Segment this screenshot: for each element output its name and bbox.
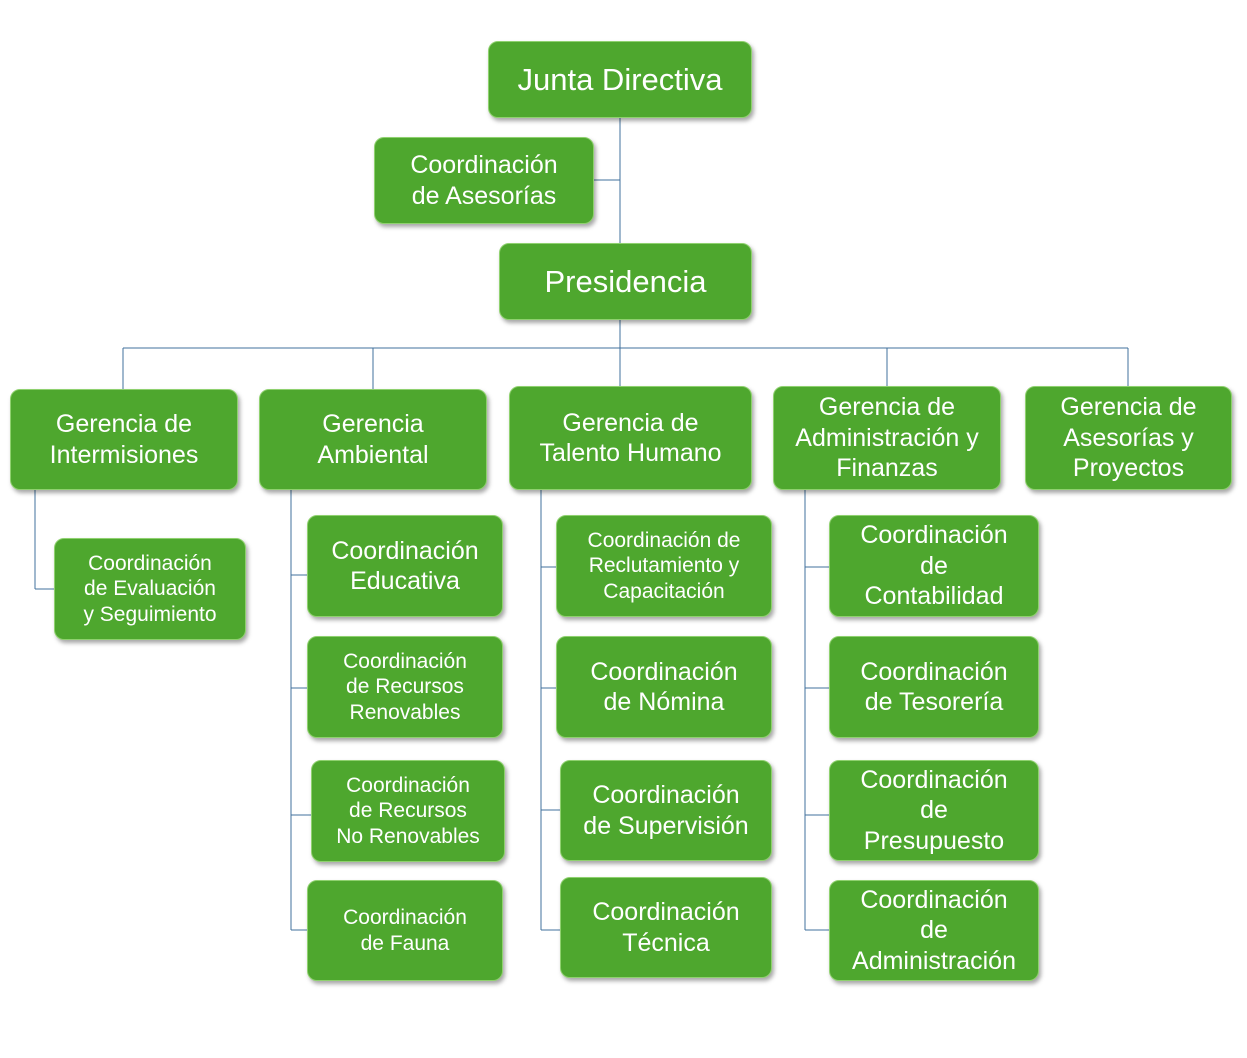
box-coordinacion-contabilidad: Coordinación de Contabilidad	[829, 515, 1039, 617]
box-label: Coordinación de Contabilidad	[860, 521, 1008, 611]
box-coordinacion-fauna: Coordinación de Fauna	[307, 880, 503, 981]
box-gerencia-asesorias-proyectos: Gerencia de Asesorías y Proyectos	[1025, 386, 1232, 490]
box-label: Coordinación Técnica	[592, 898, 740, 957]
box-coordinacion-reclutamiento-capacitacion: Coordinación de Reclutamiento y Capacita…	[556, 515, 772, 617]
box-presidencia: Presidencia	[499, 243, 752, 320]
box-label: Coordinación de Administración	[852, 885, 1016, 975]
box-coordinacion-nomina: Coordinación de Nómina	[556, 636, 772, 738]
box-coordinacion-educativa: Coordinación Educativa	[307, 515, 503, 617]
box-label: Gerencia de Intermisiones	[49, 410, 199, 469]
box-coordinacion-asesorias: Coordinación de Asesorías	[374, 137, 594, 224]
box-label: Gerencia de Administración y Finanzas	[795, 393, 979, 483]
box-coordinacion-tecnica: Coordinación Técnica	[560, 877, 772, 978]
box-label: Coordinación de Nómina	[590, 657, 738, 717]
box-gerencia-ambiental: Gerencia Ambiental	[259, 389, 487, 490]
box-label: Coordinación de Recursos Renovables	[343, 649, 467, 724]
box-label: Coordinación Educativa	[331, 536, 479, 596]
box-label: Coordinación de Recursos No Renovables	[336, 773, 480, 848]
box-label: Coordinación de Evaluación y Seguimiento	[83, 551, 217, 626]
box-label: Gerencia Ambiental	[317, 410, 429, 469]
box-label: Coordinación de Reclutamiento y Capacita…	[587, 528, 741, 603]
box-gerencia-intermisiones: Gerencia de Intermisiones	[10, 389, 238, 490]
box-label: Coordinación de Presupuesto	[860, 765, 1008, 855]
box-label: Gerencia de Talento Humano	[539, 408, 722, 468]
box-coordinacion-recursos-no-renovables: Coordinación de Recursos No Renovables	[311, 760, 505, 862]
box-label: Junta Directiva	[517, 61, 723, 97]
box-coordinacion-presupuesto: Coordinación de Presupuesto	[829, 760, 1039, 861]
box-coordinacion-evaluacion-seguimiento: Coordinación de Evaluación y Seguimiento	[54, 538, 246, 640]
box-coordinacion-supervision: Coordinación de Supervisión	[560, 760, 772, 861]
box-coordinacion-recursos-renovables: Coordinación de Recursos Renovables	[307, 636, 503, 738]
box-coordinacion-administracion: Coordinación de Administración	[829, 880, 1039, 981]
box-label: Coordinación de Asesorías	[410, 151, 558, 210]
box-label: Presidencia	[544, 263, 707, 299]
box-gerencia-talento-humano: Gerencia de Talento Humano	[509, 386, 752, 490]
box-gerencia-administracion-finanzas: Gerencia de Administración y Finanzas	[773, 386, 1001, 490]
box-coordinacion-tesoreria: Coordinación de Tesorería	[829, 636, 1039, 738]
box-label: Coordinación de Fauna	[343, 905, 467, 955]
box-label: Coordinación de Tesorería	[860, 657, 1008, 717]
box-junta-directiva: Junta Directiva	[488, 41, 752, 118]
box-label: Gerencia de Asesorías y Proyectos	[1060, 393, 1197, 483]
box-label: Coordinación de Supervisión	[583, 781, 749, 840]
